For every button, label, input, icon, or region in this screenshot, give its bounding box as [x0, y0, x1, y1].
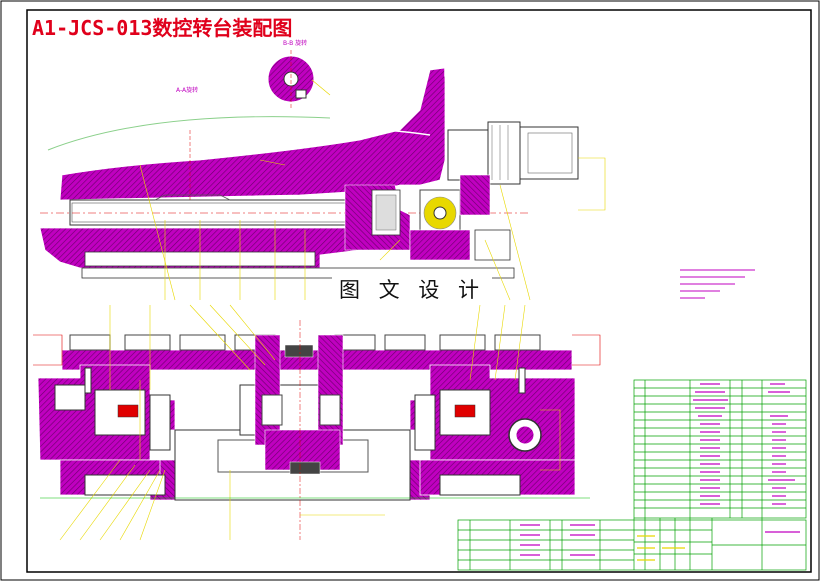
- technical-notes-marks: [680, 269, 755, 299]
- drawing-title: A1-JCS-013数控转台装配图: [32, 16, 293, 40]
- title-block-entries: [520, 524, 800, 556]
- parts-list-entries: [693, 383, 795, 505]
- front-section-view: [33, 304, 601, 541]
- watermark: 图 文 设 计: [332, 277, 492, 303]
- section-aa-label: A-A旋转: [176, 87, 199, 94]
- section-bb-detail: [267, 50, 331, 108]
- parts-list-table: [633, 379, 807, 519]
- section-aa-view: [39, 65, 606, 301]
- title-block: [457, 518, 807, 571]
- inner-frame: [26, 9, 812, 573]
- title-block-signatures: [637, 535, 685, 561]
- section-bb-label: B-B 旋转: [283, 40, 308, 47]
